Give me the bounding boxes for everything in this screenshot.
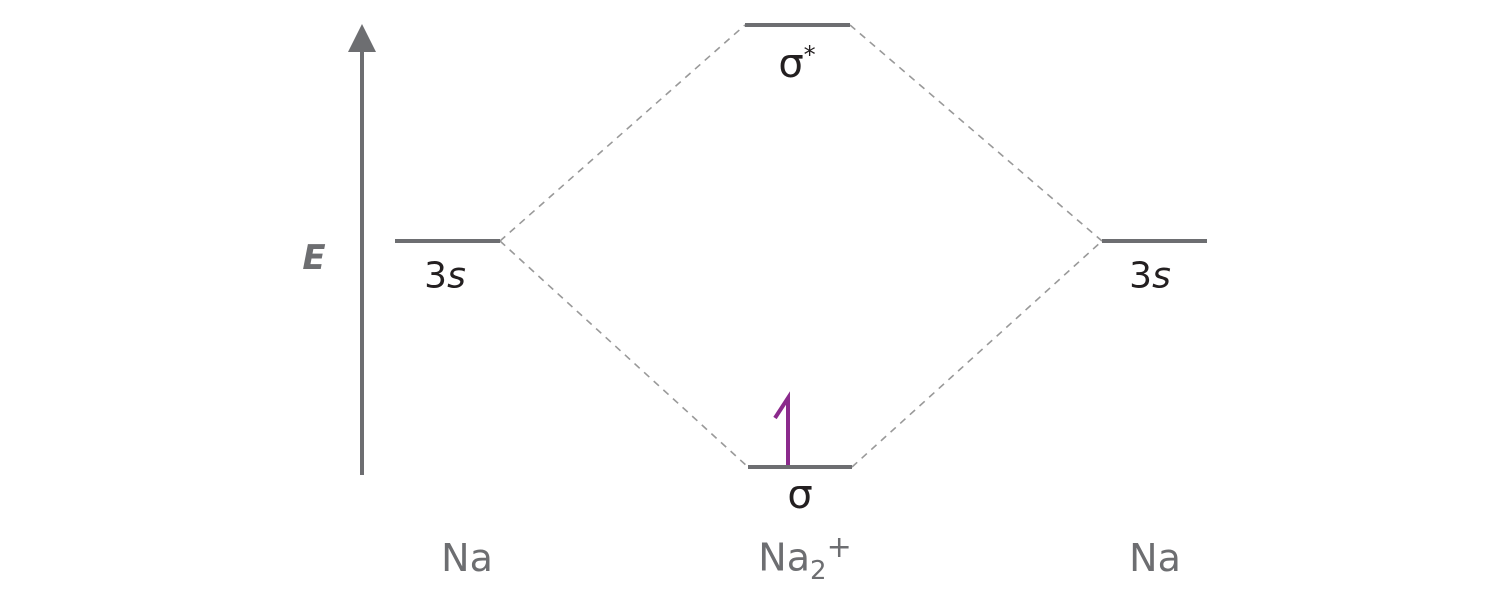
energy-axis-label: E [302, 238, 326, 278]
correlation-line [499, 24, 746, 242]
sigma-label: σ [787, 472, 813, 518]
energy-axis-arrowhead-icon [348, 24, 376, 52]
right-atom-label: Na [1129, 536, 1181, 580]
correlation-line [499, 240, 749, 468]
left-3s-label: 3s [424, 255, 466, 297]
correlation-line [849, 24, 1103, 242]
correlation-line [851, 240, 1103, 468]
right-3s-label: 3s [1129, 255, 1171, 297]
molecule-label: Na2+ [758, 529, 852, 587]
sigma-star-label: σ* [778, 40, 816, 88]
electron-spin-up-icon [773, 391, 790, 465]
left-atom-label: Na [441, 536, 493, 580]
